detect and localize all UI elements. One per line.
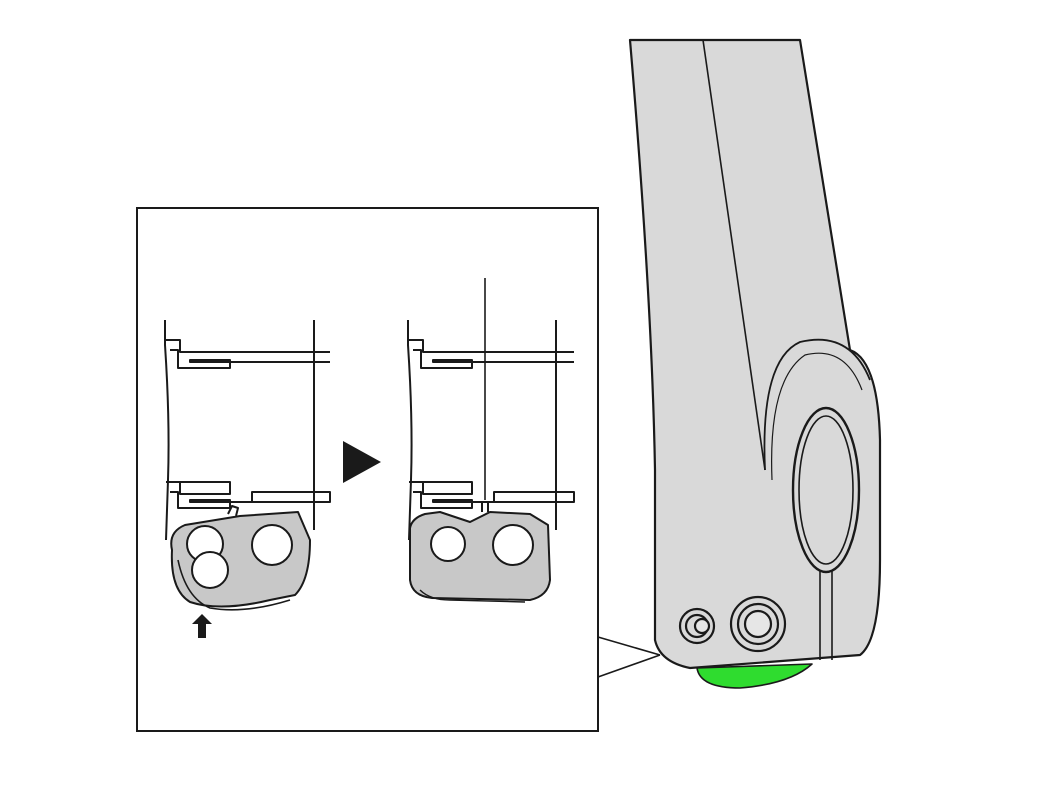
after-lower-bracket — [409, 481, 575, 509]
before-pin — [227, 505, 239, 517]
right-triangle-arrow-icon — [343, 441, 381, 483]
after-part-hole-1 — [430, 526, 466, 562]
crank-boss-inner — [771, 352, 863, 481]
large-bolt — [729, 595, 787, 653]
highlighted-cap-part — [696, 663, 813, 689]
before-part-hole-2 — [191, 551, 229, 589]
crank-boss-outline — [763, 338, 871, 471]
after-housing-wall-left — [407, 320, 413, 541]
crank-arm-edge-line — [702, 39, 766, 471]
before-tilted-part-shadow — [177, 559, 291, 611]
crank-arm — [628, 38, 882, 689]
after-part-bottom-edge — [419, 589, 526, 603]
detail-before — [164, 320, 331, 638]
crank-slit — [819, 570, 833, 660]
after-upper-bracket — [409, 339, 574, 369]
before-lower-bracket — [166, 481, 331, 509]
before-housing-wall-left — [164, 320, 170, 541]
small-bolt — [678, 607, 716, 645]
callout-leader-bottom — [597, 654, 661, 678]
callout-leaders — [597, 636, 661, 678]
detail-inset-frame — [136, 207, 599, 732]
crank-arm-body — [628, 38, 882, 670]
up-arrow-icon — [192, 614, 212, 638]
after-pin — [481, 501, 489, 512]
callout-leader-top — [597, 636, 661, 656]
detail-after — [407, 278, 575, 603]
after-part-hole-2 — [492, 524, 534, 566]
crank-spindle-slot-inner — [798, 415, 854, 565]
before-upper-bracket — [166, 339, 330, 369]
before-tilted-part — [170, 511, 311, 608]
before-part-hole-3 — [251, 524, 293, 566]
